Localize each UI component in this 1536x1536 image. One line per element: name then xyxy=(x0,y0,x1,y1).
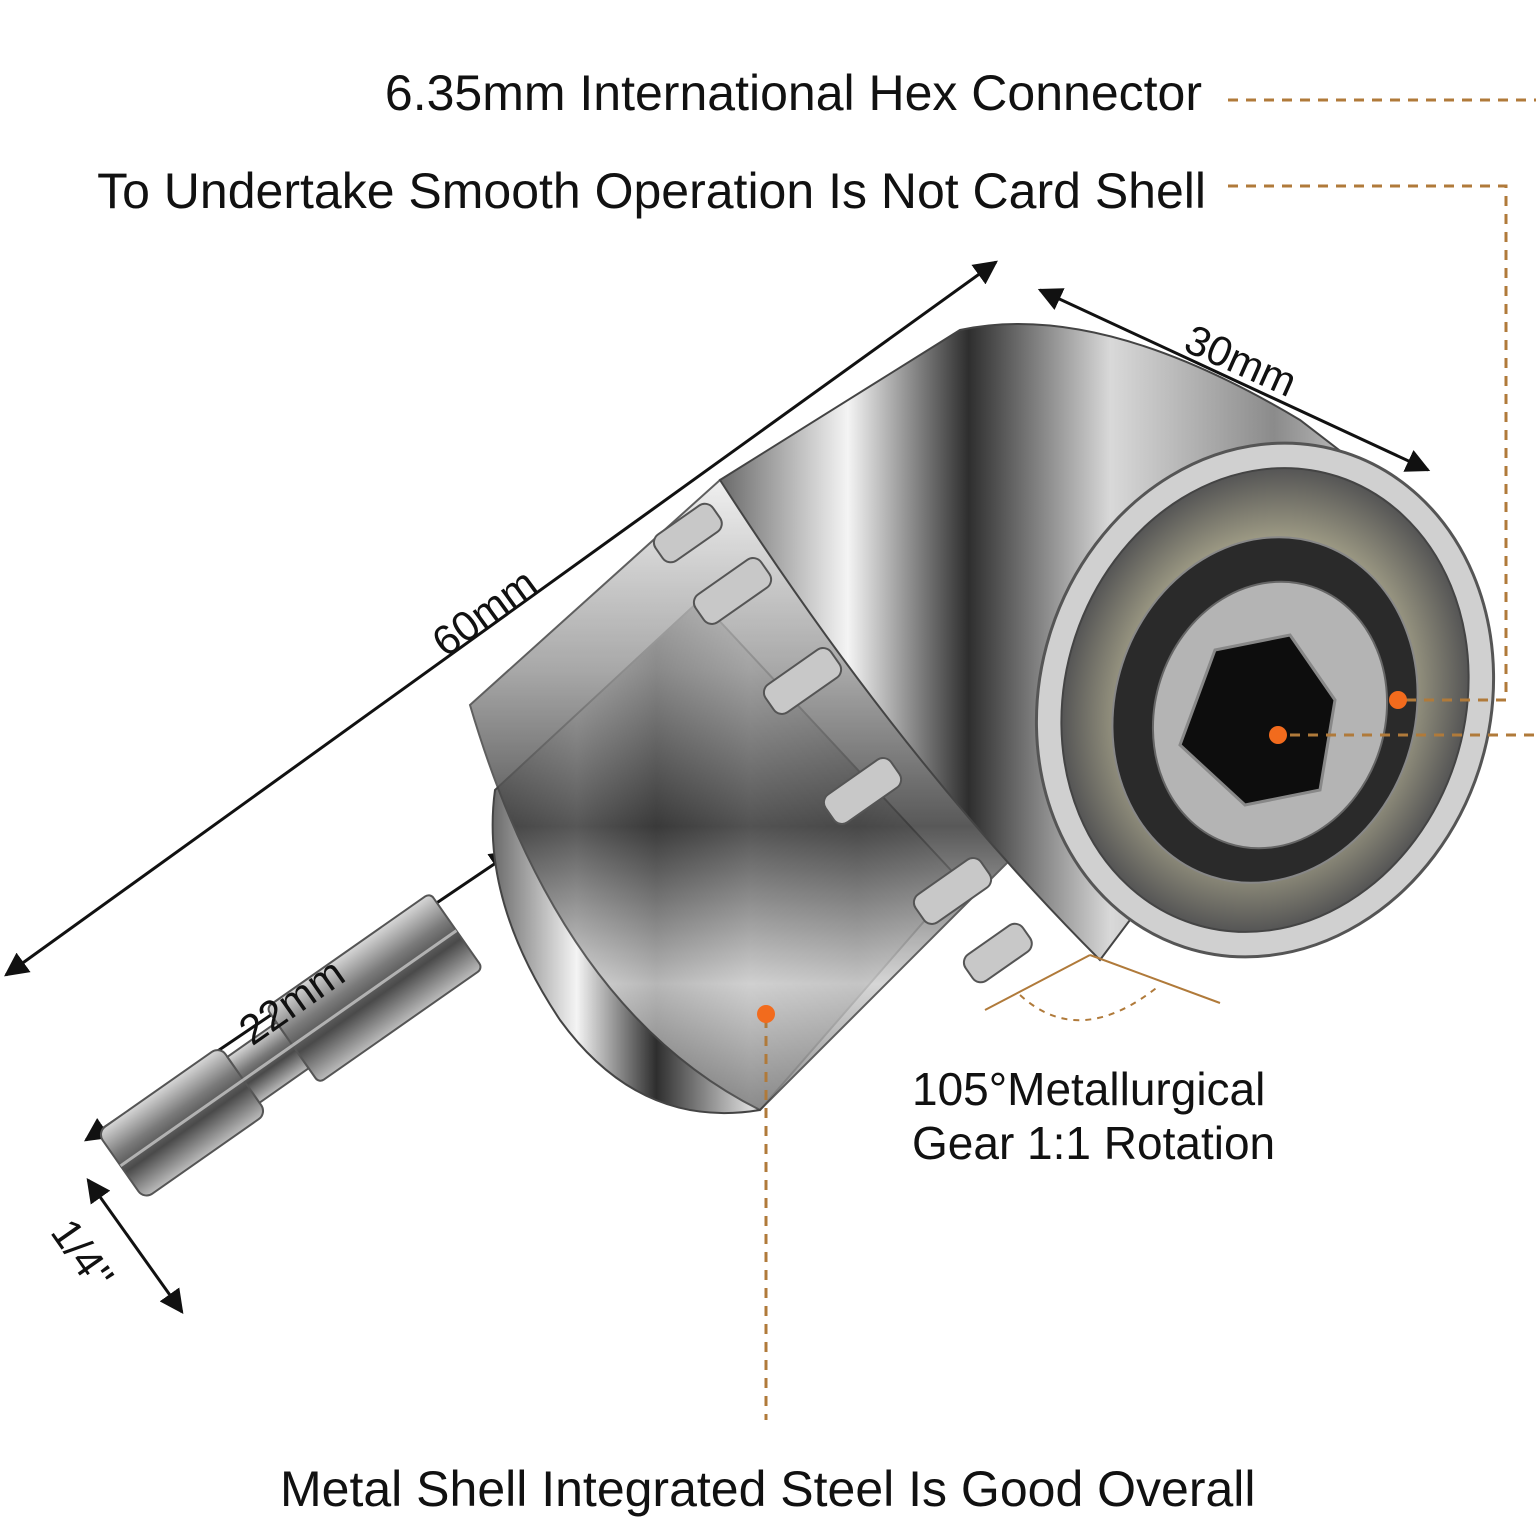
marker-dot-shell xyxy=(757,1005,775,1023)
hex-shank xyxy=(99,894,482,1197)
label-metal-shell: Metal Shell Integrated Steel Is Good Ove… xyxy=(280,1461,1256,1517)
hex-socket xyxy=(1178,633,1337,807)
label-smooth-operation: To Undertake Smooth Operation Is Not Car… xyxy=(97,163,1206,219)
hex-dimension-line xyxy=(86,1178,184,1314)
label-gear: 105°Metallurgical Gear 1:1 Rotation xyxy=(912,1062,1275,1170)
head-dimension-line xyxy=(1037,288,1431,472)
marker-dots xyxy=(757,691,1407,1023)
marker-dot-hex xyxy=(1269,726,1287,744)
label-gear-line2: Gear 1:1 Rotation xyxy=(912,1117,1276,1169)
label-gear-line1: 105°Metallurgical xyxy=(912,1063,1266,1115)
leader-lines xyxy=(764,98,1536,1420)
marker-dot-bearing xyxy=(1389,691,1407,709)
output-socket xyxy=(1034,441,1496,959)
label-hex-connector: 6.35mm International Hex Connector xyxy=(384,65,1202,121)
gear-teeth xyxy=(652,502,1033,984)
angle-indicator xyxy=(984,954,1221,1022)
